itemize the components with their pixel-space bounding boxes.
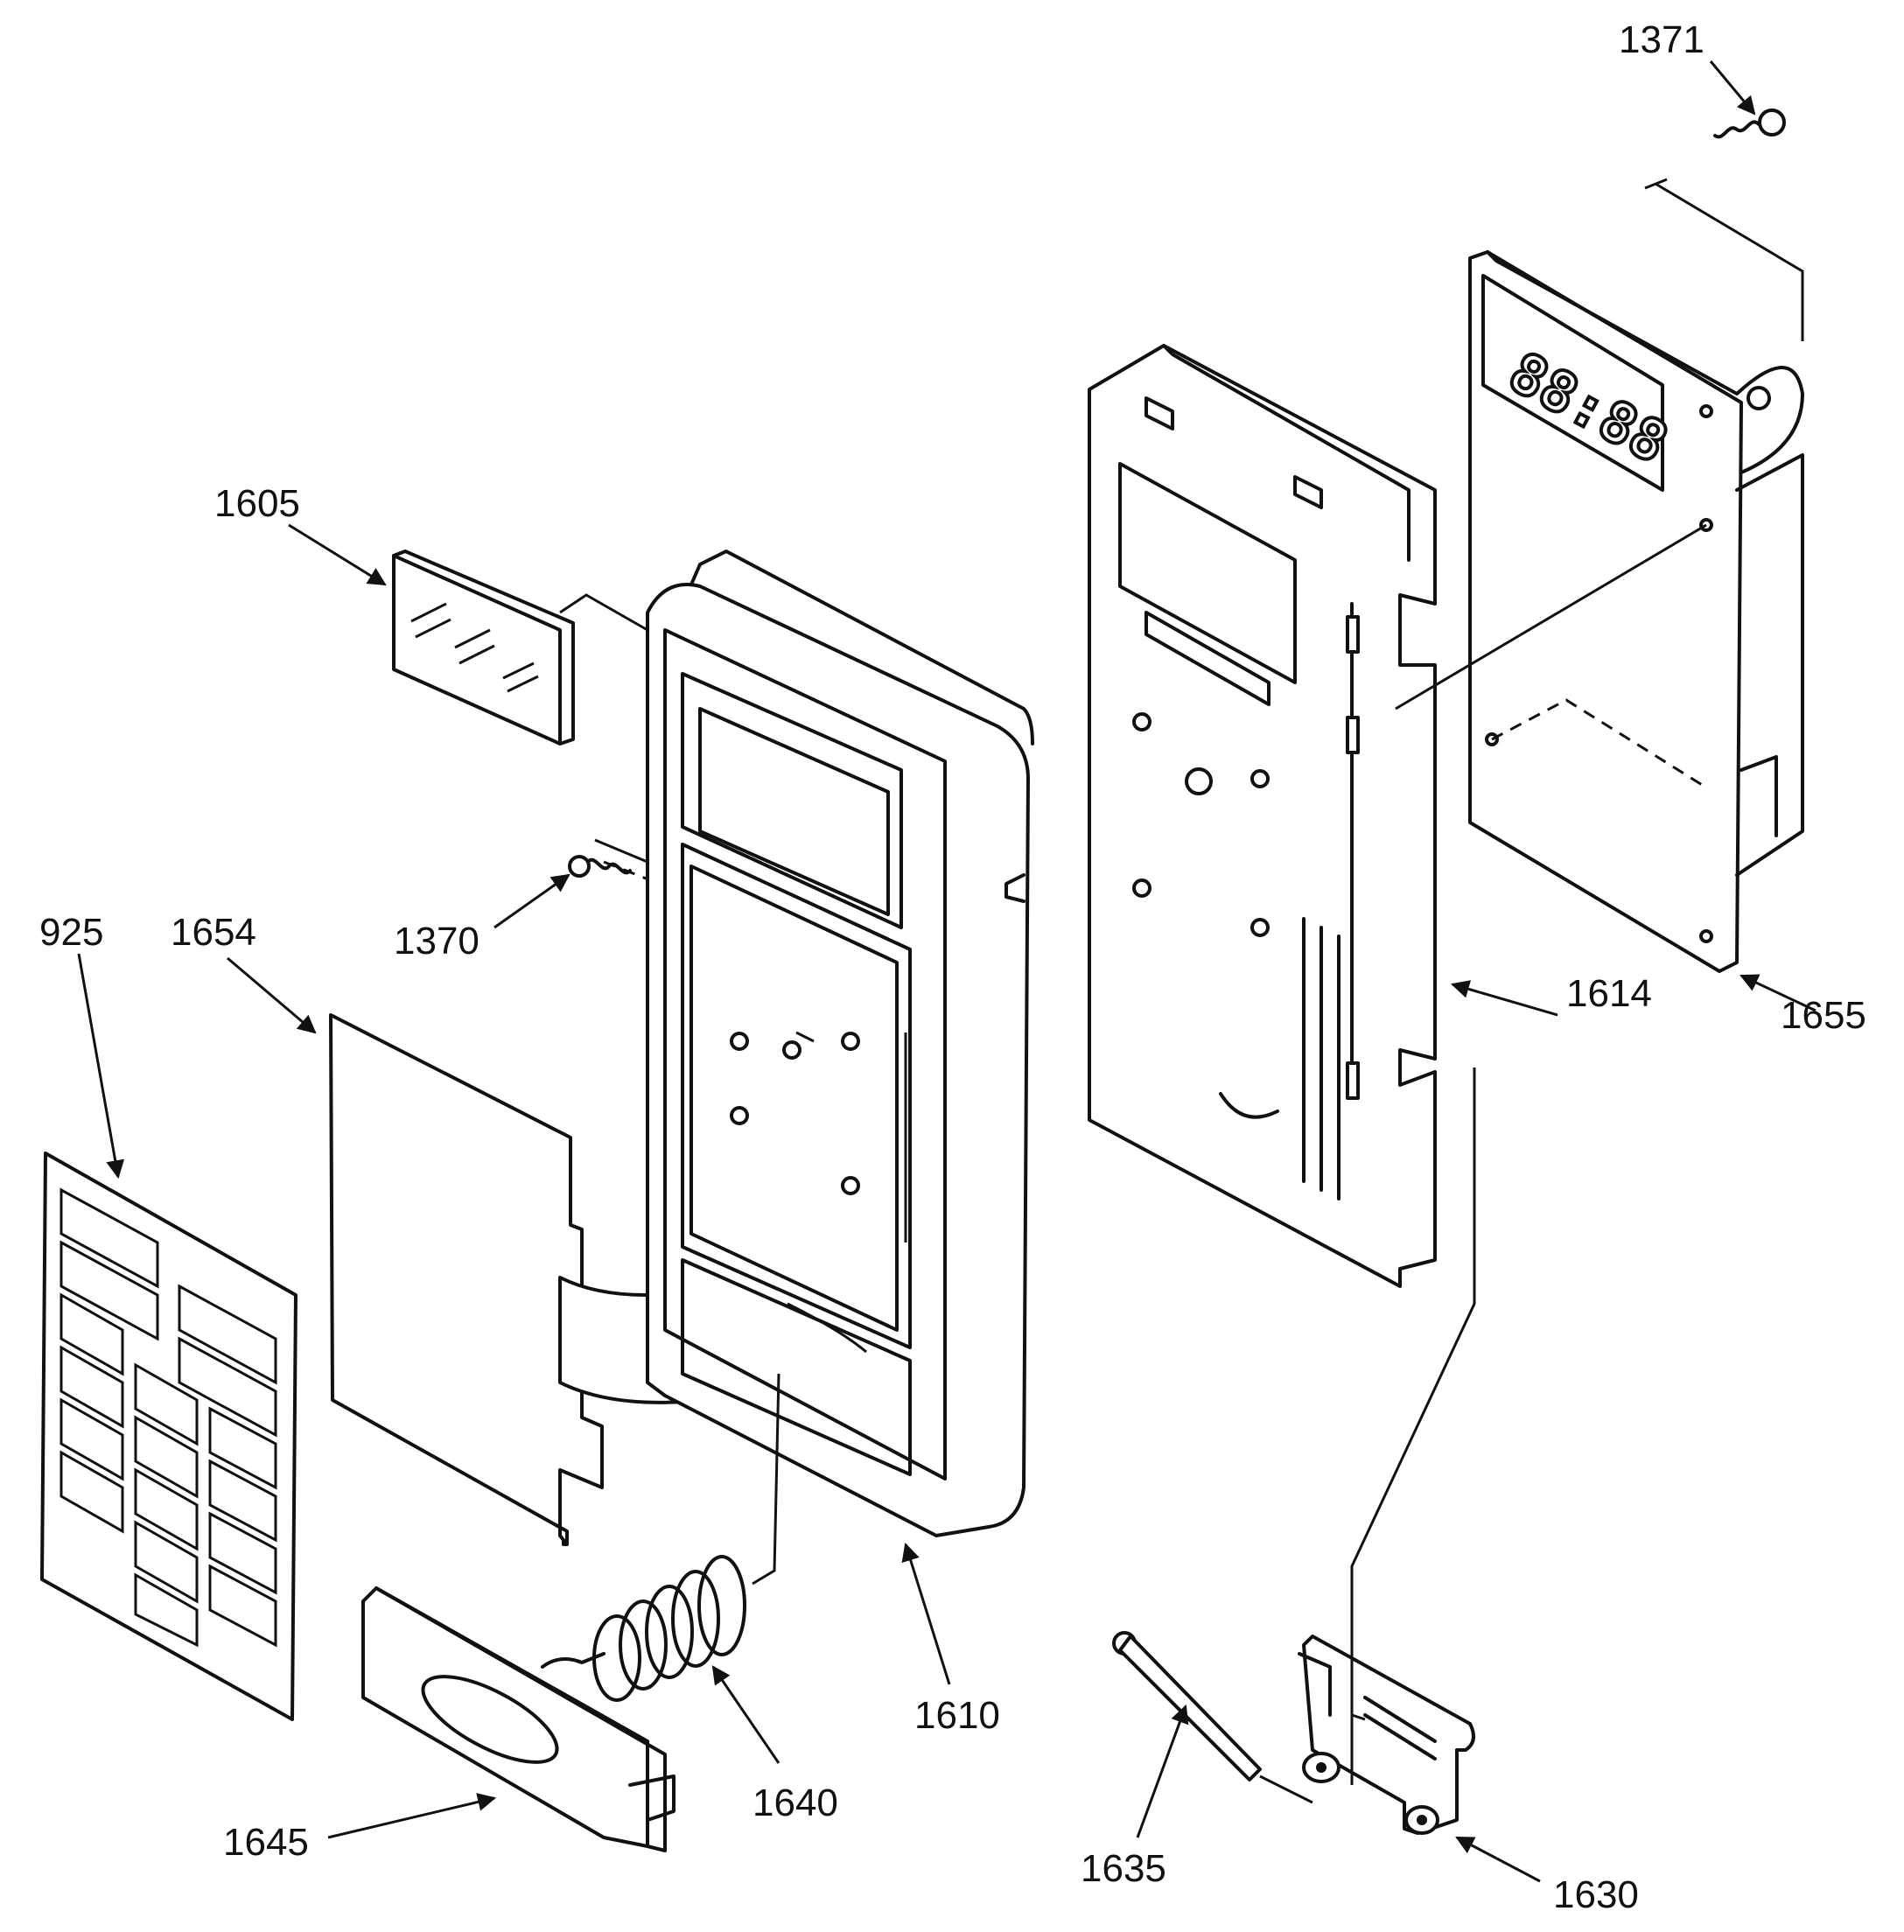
label-1630: 1630 [1553,1873,1639,1916]
arrow-1645 [327,1793,497,1839]
hinge-1630 [1298,1068,1476,1835]
arrow-1370 [494,873,570,929]
hinge-pin-1635 [1112,1631,1313,1804]
arrow-1630 [1455,1836,1541,1883]
arrow-1371 [1709,60,1756,116]
chassis-bracket-1614 [1088,344,1437,1288]
arrow-1614 [1450,980,1558,1017]
arrow-1654 [227,956,317,1034]
label-1640: 1640 [752,1782,838,1824]
label-1371: 1371 [1619,18,1704,61]
label-1614: 1614 [1566,972,1652,1015]
label-1370: 1370 [394,920,480,962]
display-board-1655: 88:88 [1395,250,1804,973]
arrow-925 [77,953,125,1180]
label-925: 925 [39,911,103,954]
control-panel-frame-1610 [646,550,1034,1537]
arrow-1605 [288,523,387,586]
label-1655: 1655 [1781,994,1866,1037]
arrow-1610 [901,1542,951,1685]
keypad-overlay-925 [40,1152,298,1721]
arrow-1640 [711,1665,780,1764]
label-1654: 1654 [171,911,256,954]
label-1610: 1610 [914,1694,1000,1737]
part-labels: 1371 1605 1370 925 1654 1614 1655 1610 1… [39,18,1866,1916]
label-1605: 1605 [214,482,300,525]
arrow-1635 [1136,1704,1189,1838]
leader-arrows [77,60,1816,1883]
spring-1640 [592,1373,780,1702]
screw-1371 [1644,108,1804,341]
door-release-button-1645 [361,1586,676,1852]
window-lens-1605 [392,550,648,746]
label-1645: 1645 [223,1821,309,1864]
label-1635: 1635 [1081,1847,1166,1890]
arrow-1655 [1740,974,1816,1012]
